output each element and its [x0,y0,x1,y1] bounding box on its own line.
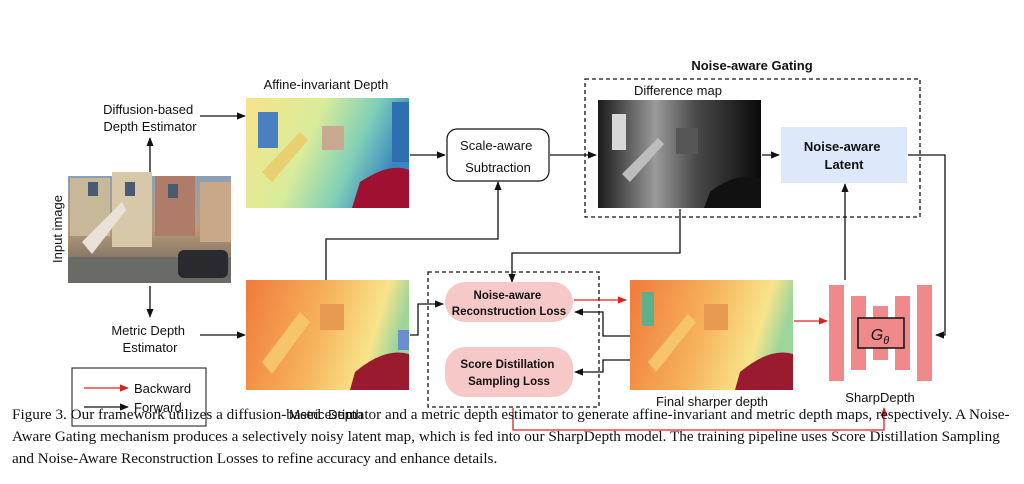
input-image-label: Input image [50,195,65,263]
reconstruction-loss-label: Noise-aware Reconstruction Loss [452,290,566,318]
sds-loss-label: Score Distillation Sampling Loss [460,359,557,388]
affine-depth-label: Affine-invariant Depth [264,77,389,92]
figure-caption: Figure 3. Our framework utilizes a diffu… [12,406,1010,467]
scale-aware-subtraction-box [446,128,550,182]
gating-title: Noise-aware Gating [691,58,812,73]
loss-group-box [427,271,600,408]
noise-aware-gating-box [584,78,921,218]
final-sharper-depth-map [630,280,793,390]
legend-backward: Backward [134,381,191,396]
sds-loss-box [445,347,573,397]
affine-depth-map [246,98,409,208]
reconstruction-loss-box [445,282,573,322]
diffusion-estimator-label: Diffusion-based Depth Estimator [103,102,197,134]
sharpdepth-label: SharpDepth [845,390,914,405]
scale-aware-subtraction-label: Scale-aware Subtraction [460,138,536,175]
input-image [68,172,231,283]
difference-map-label: Difference map [634,83,722,98]
noise-aware-latent-label: Noise-aware Latent [804,139,884,172]
final-depth-label: Final sharper depth [656,394,768,409]
sharpdepth-model [829,285,932,381]
metric-depth-label: Metric Depth [289,407,363,422]
legend-box [71,367,207,427]
difference-map [598,100,761,208]
metric-estimator-label: Metric Depth Estimator [111,323,188,355]
noise-aware-latent-box [781,127,907,183]
legend-forward: Forward [134,400,182,415]
generator-symbol: Gθ [871,327,889,347]
metric-depth-map [246,280,409,390]
